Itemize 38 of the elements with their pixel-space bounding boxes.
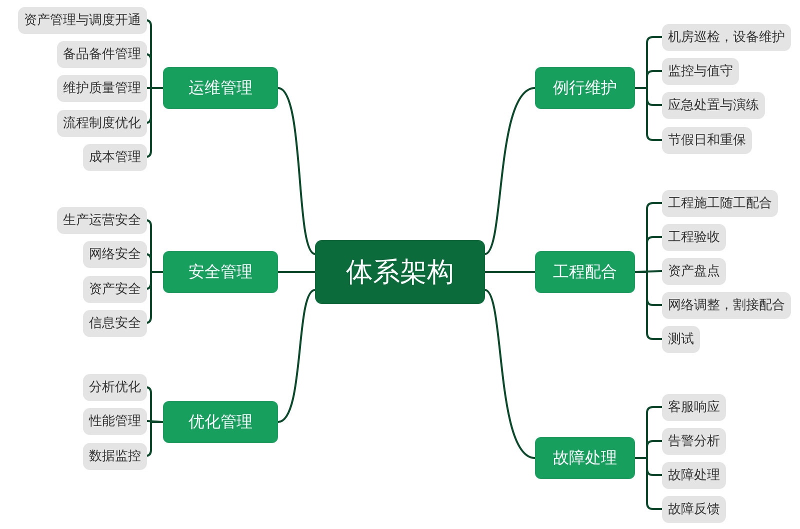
subtopic-box: 监控与值守: [662, 58, 739, 84]
subtopic-box: 客服响应: [662, 394, 726, 420]
topic-box: 运维管理: [163, 67, 278, 109]
subtopic-box: 告警分析: [662, 428, 726, 454]
subtopic-box: 流程制度优化: [57, 110, 147, 136]
subtopic-box: 网络调整，割接配合: [662, 292, 791, 318]
topic-box: 优化管理: [163, 401, 278, 443]
connector-line: [278, 87, 316, 255]
subtopic-box: 维护质量管理: [57, 74, 147, 102]
subtopic-box: 网络安全: [83, 240, 147, 268]
subtopic-box: 工程验收: [662, 224, 726, 250]
subtopic-box: 备品备件管理: [57, 40, 147, 68]
subtopic-box: 资产安全: [83, 276, 147, 302]
central-topic-box: 体系架构: [315, 240, 485, 304]
subtopic-box: 资产管理与调度开通: [18, 6, 147, 34]
connector-line: [485, 271, 535, 273]
subtopic-box: 资产盘点: [662, 258, 726, 284]
subtopic-box: 分析优化: [83, 374, 147, 400]
connector-line: [484, 289, 536, 459]
connector-line: [278, 271, 315, 273]
subtopic-box: 数据监控: [83, 442, 147, 470]
subtopic-box: 工程施工随工配合: [662, 190, 778, 216]
subtopic-box: 成本管理: [83, 144, 147, 170]
topic-box: 安全管理: [163, 251, 278, 293]
subtopic-box: 节假日和重保: [662, 126, 752, 154]
topic-box: 工程配合: [535, 251, 635, 293]
subtopic-box: 故障反馈: [662, 496, 726, 522]
subtopic-box: 生产运营安全: [57, 206, 147, 234]
connector-line: [484, 87, 536, 255]
subtopic-box: 故障处理: [662, 462, 726, 488]
topic-box: 故障处理: [535, 437, 635, 479]
subtopic-box: 机房巡检，设备维护: [662, 24, 791, 50]
subtopic-box: 性能管理: [83, 408, 147, 434]
connector-line: [278, 289, 316, 423]
subtopic-box: 应急处置与演练: [662, 92, 765, 118]
subtopic-box: 测试: [662, 326, 700, 352]
topic-box: 例行维护: [535, 67, 635, 109]
subtopic-box: 信息安全: [83, 310, 147, 336]
